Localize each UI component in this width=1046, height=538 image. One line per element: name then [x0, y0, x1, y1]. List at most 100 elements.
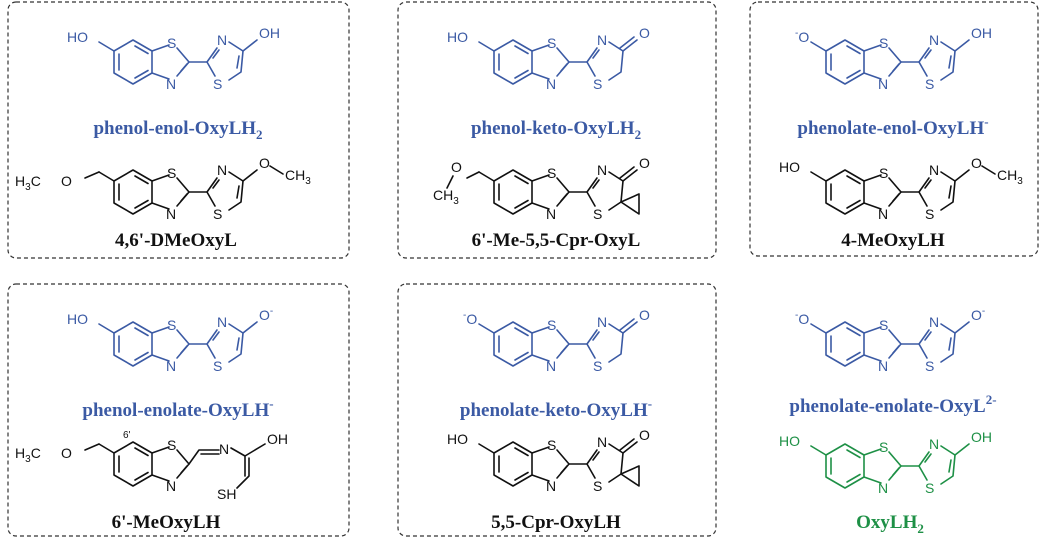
structure-phenolate-enolate: -O S N N S O-	[795, 306, 985, 374]
sulfur-label: S	[593, 206, 602, 222]
methyl-group-label: H3C	[15, 173, 41, 193]
thiol-label: SH	[217, 486, 236, 502]
sulfur-label: S	[547, 317, 556, 333]
compound-name-c2: phenol-keto-OxyLH2	[471, 118, 641, 142]
structure-oxylh2-green: HO S N N S OH	[779, 429, 992, 496]
compound-name-c8: phenolate-keto-OxyLH-	[460, 396, 652, 421]
methyl-group-label: H3C	[15, 445, 41, 465]
oxygen-label: O	[971, 155, 982, 171]
sulfur-label: S	[547, 35, 556, 51]
nitrogen-label: N	[878, 206, 888, 222]
sulfur-label: S	[593, 76, 602, 92]
position-6-prime-label: 6'	[123, 430, 131, 441]
nitrogen-label: N	[597, 314, 607, 330]
sulfur-label: S	[167, 317, 176, 333]
nitrogen-label: N	[546, 76, 556, 92]
structure-open-chain-methoxy: H3C O 6' S N N OH SH	[15, 430, 288, 502]
compound-name-c6: 4-MeOxyLH	[841, 230, 945, 251]
oxygen-label: O	[639, 155, 650, 171]
compound-name-c5: 6'-Me-5,5-Cpr-OxyL	[472, 230, 641, 251]
ho-label: HO	[779, 159, 800, 175]
sulfur-label: S	[879, 317, 888, 333]
oxygen-label: O	[451, 159, 462, 175]
nitrogen-label: N	[546, 478, 556, 494]
nitrogen-label: N	[929, 314, 939, 330]
compound-name-c10: 6'-MeOxyLH	[112, 512, 221, 533]
sulfur-label: S	[879, 439, 888, 455]
nitrogen-label: N	[546, 206, 556, 222]
sulfur-label: S	[925, 358, 934, 374]
sulfur-label: S	[547, 165, 556, 181]
ho-label: HO	[67, 311, 88, 327]
methyl-group-label: CH3	[433, 187, 459, 207]
structure-phenol-keto: HO S N N S O	[447, 25, 650, 92]
oxygen-label: O	[259, 155, 270, 171]
nitrogen-label: N	[219, 441, 229, 457]
sulfur-label: S	[879, 35, 888, 51]
frame-column-2-top	[397, 1, 717, 259]
ho-label: HO	[67, 29, 88, 45]
oxygen-label: O	[61, 445, 72, 461]
nitrogen-label: N	[166, 478, 176, 494]
structure-phenol-enolate: HO S N N S O-	[67, 306, 273, 374]
sulfur-label: S	[925, 76, 934, 92]
nitrogen-label: N	[878, 480, 888, 496]
compound-name-c7: phenol-enolate-OxyLH-	[82, 396, 273, 421]
phenolate-oxygen-label: -O	[795, 28, 809, 45]
structure-4-methoxy: HO S N N S O CH3	[779, 155, 1023, 222]
nitrogen-label: N	[929, 162, 939, 178]
methyl-group-label: CH3	[997, 167, 1023, 187]
compound-name-c12: OxyLH2	[856, 512, 924, 536]
sulfur-label: S	[213, 76, 222, 92]
sulfur-label: S	[593, 358, 602, 374]
sulfur-label: S	[167, 165, 176, 181]
compound-name-c3: phenolate-enol-OxyLH-	[797, 114, 988, 139]
compound-name-c11: 5,5-Cpr-OxyLH	[491, 512, 621, 533]
oxygen-label: O	[639, 307, 650, 323]
structure-phenolate-enol: -O S N N S OH	[795, 25, 992, 92]
frame-column-1-top	[7, 1, 350, 259]
nitrogen-label: N	[929, 436, 939, 452]
nitrogen-label: N	[597, 32, 607, 48]
nitrogen-label: N	[217, 32, 227, 48]
sulfur-label: S	[167, 35, 176, 51]
structure-methyl-cpr: O CH3 S N N S O	[433, 155, 650, 222]
oh-label: OH	[971, 429, 992, 445]
structure-cpr-oxyl: HO S N N S O	[447, 427, 650, 494]
enolate-oxygen-label: O-	[259, 306, 273, 323]
compound-name-c4: 4,6'-DMeOxyL	[115, 230, 237, 251]
nitrogen-label: N	[929, 32, 939, 48]
ho-label: HO	[779, 433, 800, 449]
methyl-group-label: CH3	[285, 167, 311, 187]
nitrogen-label: N	[166, 358, 176, 374]
structure-dimethoxy: H3C O S N N S O CH3	[15, 155, 311, 222]
nitrogen-label: N	[597, 162, 607, 178]
nitrogen-label: N	[878, 76, 888, 92]
sulfur-label: S	[167, 437, 176, 453]
frame-column-2-bottom	[397, 283, 717, 537]
sulfur-label: S	[593, 478, 602, 494]
nitrogen-label: N	[546, 358, 556, 374]
sulfur-label: S	[213, 358, 222, 374]
nitrogen-label: N	[217, 314, 227, 330]
sulfur-label: S	[547, 437, 556, 453]
sulfur-label: S	[925, 480, 934, 496]
phenolate-oxygen-label: -O	[463, 310, 477, 327]
nitrogen-label: N	[217, 162, 227, 178]
compound-name-c9: phenolate-enolate-OxyL2-	[789, 392, 996, 417]
structure-phenolate-keto: -O S N N S O	[463, 307, 650, 374]
sulfur-label: S	[213, 206, 222, 222]
structure-phenol-enol: HO S N N S OH	[67, 25, 280, 92]
oxygen-label: O	[61, 173, 72, 189]
ho-label: HO	[447, 29, 468, 45]
sulfur-label: S	[925, 206, 934, 222]
compound-name-c1: phenol-enol-OxyLH2	[93, 118, 262, 142]
frame-column-3-top	[749, 1, 1039, 257]
nitrogen-label: N	[878, 358, 888, 374]
nitrogen-label: N	[166, 76, 176, 92]
sulfur-label: S	[879, 165, 888, 181]
oxygen-label: O	[639, 427, 650, 443]
nitrogen-label: N	[597, 434, 607, 450]
oxygen-label: O	[639, 25, 650, 41]
